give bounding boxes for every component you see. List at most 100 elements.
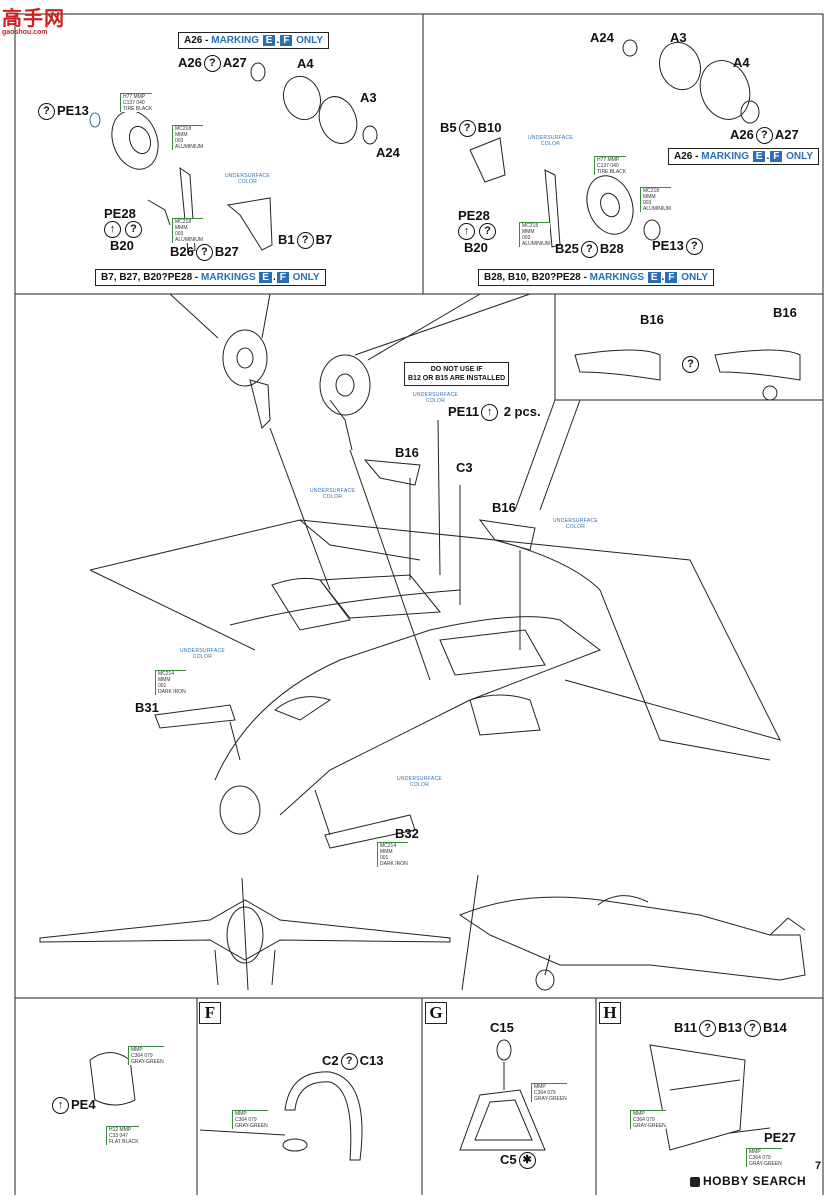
main-b32: B32 (395, 826, 419, 841)
banner-prefix: A26 - (184, 35, 212, 46)
tl-a4: A4 (297, 56, 314, 71)
part-b14: B14 (763, 1020, 787, 1035)
choice-icon: ? (755, 127, 773, 145)
footer-word: MARKINGS (201, 272, 256, 283)
footer-dot: . (661, 272, 665, 283)
footer-dot: . (272, 272, 276, 283)
main-undersurface-1: UNDERSURFACE COLOR (413, 392, 458, 404)
main-c3: C3 (456, 460, 473, 475)
inset-b16-a: B16 (640, 312, 664, 327)
hobby-search-logo: HOBBY SEARCH (690, 1174, 806, 1188)
choice-icon: ? (38, 103, 55, 121)
choice-icon: ? (699, 1020, 717, 1038)
tl-tire-paint: H77 MMP C137 040 TIRE BLACK (120, 93, 153, 112)
banner-suffix: ONLY (786, 151, 814, 162)
part-b7: B7 (315, 232, 333, 247)
part-a27: A27 (774, 127, 799, 142)
tl-a24: A24 (376, 145, 400, 160)
tr-a4: A4 (733, 55, 750, 70)
tr-tire-paint: H77 MMP C137 040 TIRE BLACK (594, 156, 627, 175)
watermark-url: gaoshou.com (2, 29, 48, 36)
marking-f-box: F (665, 272, 678, 283)
page-number: 7 (815, 1160, 822, 1172)
h-paint-1: MMP C364 079 GRAY-GREEN (630, 1110, 666, 1129)
marking-e-box: E (259, 272, 272, 283)
do-not-use-warning: DO NOT USE IF B12 OR B15 ARE INSTALLED (404, 362, 510, 386)
bend-icon: ↑ (458, 223, 475, 241)
part-b5: B5 (440, 120, 457, 135)
inset-b16-b: B16 (773, 305, 797, 320)
footer-suffix: ONLY (681, 272, 709, 283)
choice-icon: ? (682, 356, 699, 374)
part-c5: C5 (500, 1152, 517, 1167)
marking-e-box: E (262, 35, 276, 46)
footer-prefix: B7, B27, B20?PE28 - (101, 272, 202, 283)
banner-word: MARKING (701, 151, 750, 162)
choice-icon: ? (340, 1053, 358, 1071)
footer-prefix: B28, B10, B20?PE28 - (484, 272, 590, 283)
main-b16-d: B16 (492, 500, 516, 515)
part-c2: C2 (322, 1053, 339, 1068)
footer-suffix: ONLY (292, 272, 320, 283)
tr-pe13-label: PE13? (652, 238, 705, 256)
bend-icon: ↑ (104, 221, 121, 239)
panel-g-letter: G (425, 1002, 447, 1024)
tr-a26-a27-label: A26?A27 (730, 127, 799, 145)
tl-pe13-label: ?PE13 (36, 103, 89, 121)
part-pe13: PE13 (652, 238, 684, 253)
main-undersurface-5: UNDERSURFACE COLOR (397, 776, 442, 788)
choice-icon: ? (744, 1020, 761, 1038)
bend-icon: ↑ (52, 1097, 69, 1115)
tl-undersurface-note: UNDERSURFACE COLOR (225, 173, 270, 185)
main-iron-paint-2: MC214 MMM 001 DARK IRON (377, 842, 408, 867)
watermark-logo: 高手网 (2, 6, 65, 30)
part-b27: B27 (214, 244, 239, 259)
tr-pe28-icons: ↑? (456, 223, 498, 241)
pe11-label: PE11↑ 2 pcs. (448, 404, 541, 422)
footer-word: MARKINGS (589, 272, 645, 283)
e-pe4-label: ↑PE4 (50, 1097, 96, 1115)
choice-icon: ? (125, 221, 142, 239)
h-paint-2: MMP C364 079 GRAY-GREEN (746, 1148, 782, 1167)
marking-f-box: F (280, 35, 293, 46)
choice-icon: ? (479, 223, 496, 241)
h-b11-b13-b14-label: B11?B13?B14 (674, 1020, 787, 1038)
part-a27: A27 (222, 55, 247, 70)
tr-marking-banner: A26 - MARKING E.F ONLY (668, 148, 820, 165)
tl-b26-b27-label: B26?B27 (170, 244, 239, 262)
panel-f-letter: F (199, 1002, 221, 1024)
tl-alu-paint-2: MC218 MMM 003 ALUMINIUM (172, 218, 204, 243)
choice-icon: ? (580, 241, 598, 259)
tr-alu-paint-1: MC218 MMM 003 ALUMINIUM (640, 187, 672, 212)
tr-alu-paint-2: MC218 MMM 003 ALUMINIUM (519, 222, 551, 247)
bend-icon: ↑ (481, 404, 499, 422)
pe11-qty: 2 pcs. (503, 404, 541, 419)
tl-a26-a27-label: A26?A27 (178, 55, 247, 73)
hobby-search-mark-icon (690, 1176, 700, 1187)
part-pe13: PE13 (57, 103, 89, 118)
part-b11: B11 (674, 1020, 698, 1035)
tr-footer-banner: B28, B10, B20?PE28 - MARKINGS E.F ONLY (478, 269, 715, 286)
tl-footer-banner: B7, B27, B20?PE28 - MARKINGS E.F ONLY (95, 269, 326, 286)
marking-e-box: E (647, 272, 661, 283)
panel-h-letter: H (599, 1002, 621, 1024)
e-paint-1: MMP C364 079 GRAY-GREEN (128, 1046, 164, 1065)
main-b16-c: B16 (395, 445, 419, 460)
part-a26: A26 (730, 127, 754, 142)
part-b10: B10 (477, 120, 502, 135)
part-a26: A26 (178, 55, 202, 70)
e-paint-2: H12 MMP C33 047 FLAT BLACK (106, 1126, 139, 1145)
main-b31: B31 (135, 700, 159, 715)
part-pe11: PE11 (448, 404, 480, 419)
tl-alu-paint-1: MC218 MMM 003 ALUMINIUM (172, 125, 204, 150)
choice-icon: ? (685, 238, 703, 256)
choice-icon: ? (195, 244, 213, 262)
tl-b20: B20 (110, 238, 134, 253)
tr-b20: B20 (464, 240, 488, 255)
tr-a24: A24 (590, 30, 614, 45)
brand-text: HOBBY SEARCH (703, 1174, 807, 1188)
tl-a3: A3 (360, 90, 377, 105)
choice-icon: ? (296, 232, 314, 250)
choice-icon: ? (203, 55, 221, 73)
part-b25: B25 (555, 241, 579, 256)
